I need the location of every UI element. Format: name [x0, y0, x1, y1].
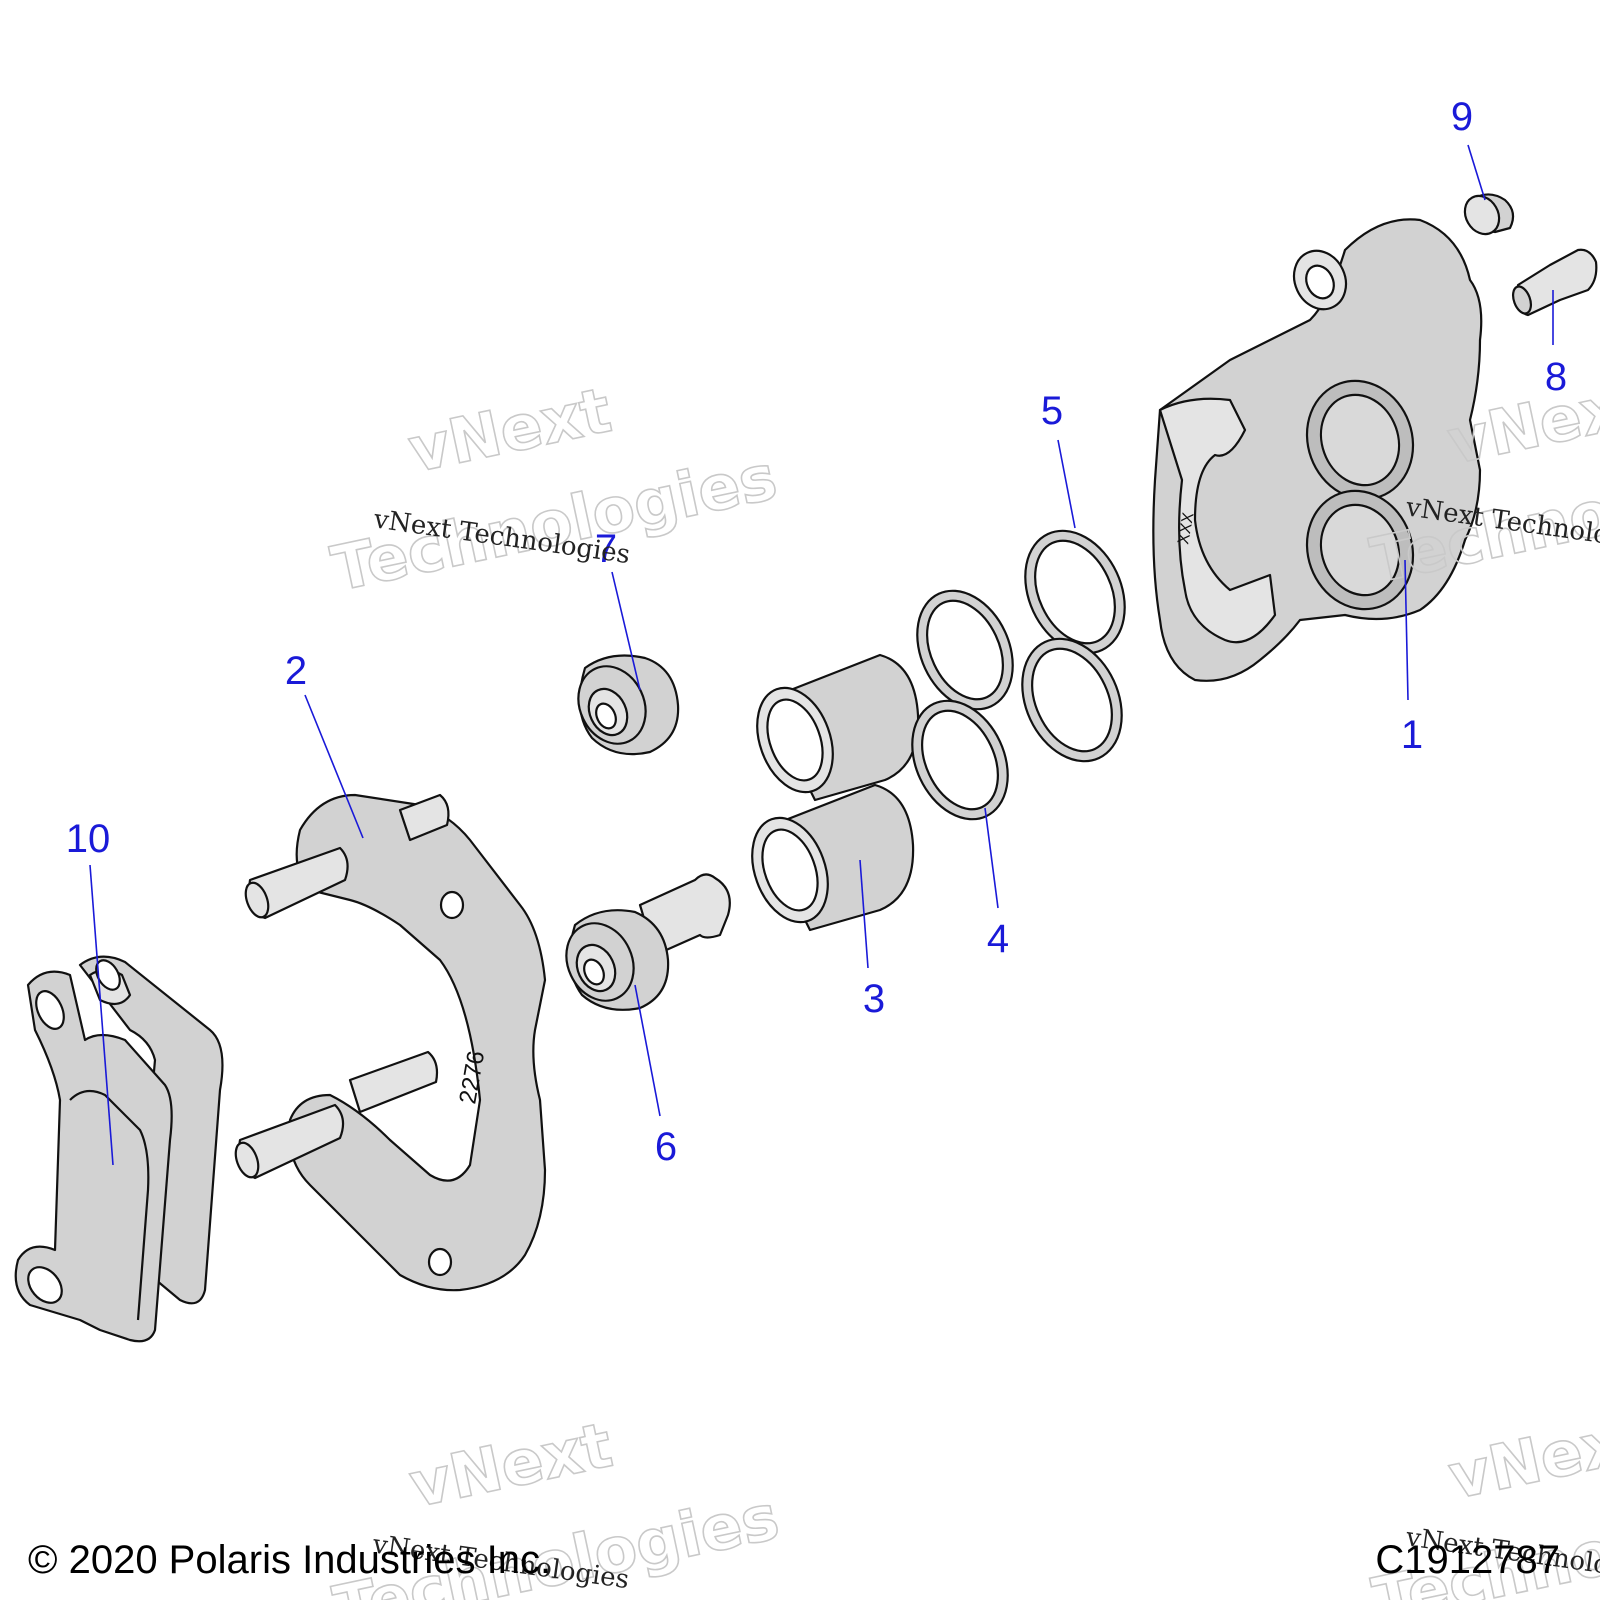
svg-text:vNext: vNext: [1443, 1400, 1600, 1514]
bleeder-cap: [1463, 193, 1515, 236]
callout-8: 8: [1545, 355, 1567, 399]
bleeder-screw: [1511, 248, 1598, 317]
callout-7: 7: [595, 527, 617, 571]
watermark-upper-left: vNext Technologies vNext Technologies: [325, 372, 784, 606]
callout-2: 2: [285, 649, 307, 693]
drawing-number: C1912787: [1375, 1538, 1560, 1582]
caliper-body: XXX: [1152, 218, 1483, 682]
callout-4: 4: [987, 917, 1009, 961]
callout-9: 9: [1451, 95, 1473, 139]
caliper-bracket: 2276: [234, 793, 547, 1292]
pin-boot-upper: [577, 654, 680, 756]
piston-seals-small: [911, 589, 1014, 821]
piston-seals-large: [1021, 529, 1126, 763]
callout-5: 5: [1041, 389, 1063, 433]
copyright-notice: © 2020 Polaris Industries Inc.: [28, 1538, 552, 1582]
callout-6: 6: [655, 1125, 677, 1169]
pistons: [751, 653, 920, 932]
brake-pads: [14, 955, 224, 1343]
svg-text:vNext: vNext: [402, 373, 617, 487]
callout-1: 1: [1401, 713, 1423, 757]
callout-3: 3: [863, 977, 885, 1021]
svg-text:vNext: vNext: [403, 1408, 618, 1522]
caliper-marking: XXX: [1175, 511, 1197, 546]
callout-10: 10: [66, 817, 111, 861]
callout-numbers: 1 2 3 4 5 6 7 8 9 10: [66, 95, 1567, 1169]
leader-lines: [89, 144, 1554, 1166]
slide-pin-and-boot: [565, 873, 731, 1011]
